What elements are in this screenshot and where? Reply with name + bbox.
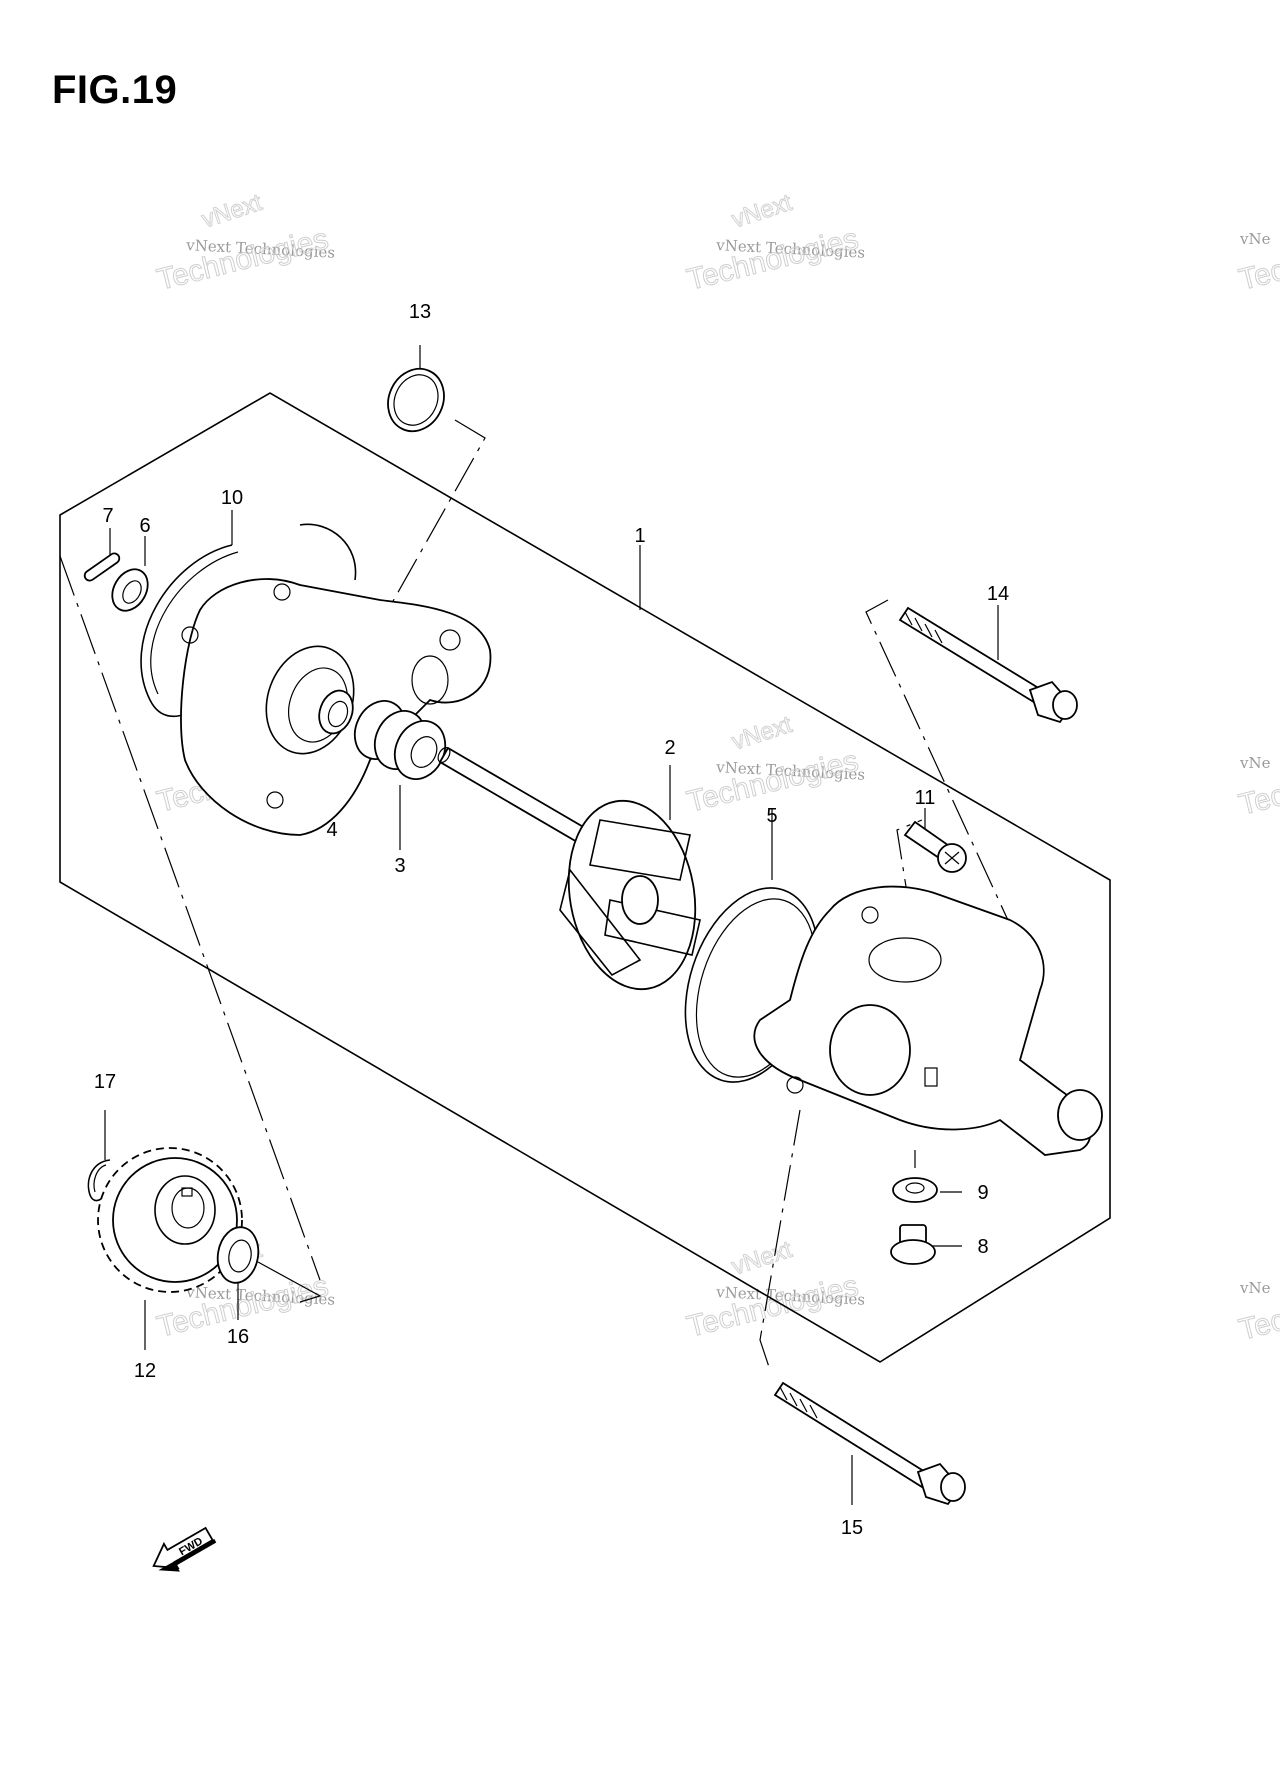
callout-6: 6 xyxy=(139,515,150,537)
watermark: vNext vNext Technologies Technologies xyxy=(683,1235,865,1344)
watermark-text-big: Technologies xyxy=(154,222,332,296)
bolt-14-thread xyxy=(904,611,943,644)
part-4-seal xyxy=(318,689,354,735)
watermark-text-top: vNext xyxy=(729,189,796,234)
callout-12: 12 xyxy=(134,1360,156,1382)
impeller-vane xyxy=(589,819,691,881)
part-13-o-ring-inner xyxy=(393,374,439,426)
callout-11: 11 xyxy=(915,787,936,809)
part-17-circlip-inner xyxy=(93,1164,107,1193)
guide-13 xyxy=(387,419,486,611)
guide-15 xyxy=(759,1109,801,1371)
impeller-vane xyxy=(559,868,642,977)
bolt-15-flange xyxy=(940,1472,966,1502)
callout-9: 9 xyxy=(977,1182,988,1204)
bolt-hole-icon xyxy=(786,1076,804,1094)
callout-14: 14 xyxy=(987,583,1009,605)
bolt-hole-icon xyxy=(181,626,199,644)
watermark: vNext vNext Technologies Technologies xyxy=(683,188,865,297)
part-12-gear xyxy=(97,1147,243,1293)
pump-body-nozzle xyxy=(1057,1089,1103,1141)
callout-1: 1 xyxy=(634,525,645,547)
part-3-mechanical-seal xyxy=(353,700,447,780)
watermark-text-top: vNext xyxy=(729,711,796,756)
part-6-washer-hole xyxy=(122,580,142,604)
guide-7 xyxy=(59,555,321,1281)
fwd-arrow-shadow xyxy=(158,1539,217,1572)
watermark-text-big: Technologies xyxy=(684,222,862,296)
shaft-end xyxy=(437,747,451,763)
callout-16: 16 xyxy=(227,1326,249,1348)
pump-body-outlet xyxy=(829,1004,911,1096)
watermark-edge-small: vNe xyxy=(1239,1279,1271,1297)
pump-body-housing xyxy=(753,885,1103,1156)
watermark: vNext vNext Technologies Technologies xyxy=(153,188,335,297)
part-16-washer xyxy=(216,1226,260,1284)
watermark-text-top: vNext xyxy=(729,1236,796,1281)
callout-15: 15 xyxy=(841,1517,863,1539)
part-4-seal-inner xyxy=(327,700,349,728)
impeller-vane xyxy=(604,899,701,956)
phillips-icon xyxy=(944,851,960,865)
guide-14 xyxy=(865,599,1031,969)
watermark-edge-small: vNe xyxy=(1239,754,1271,772)
bolt-14-shank xyxy=(898,606,1047,706)
callout-5: 5 xyxy=(766,805,777,827)
part-14-bolt xyxy=(898,606,1078,724)
watermark-edge-big: Tec xyxy=(1236,253,1280,296)
part-9-washer-hole xyxy=(905,1182,925,1194)
watermark: vNext vNext Technologies Technologies xyxy=(683,710,865,819)
part-7-pin xyxy=(83,552,121,582)
part-16-washer-hole xyxy=(228,1239,252,1273)
pump-body-tab xyxy=(924,1067,938,1087)
bolt-hole-icon xyxy=(273,583,291,601)
callout-10: 10 xyxy=(221,487,243,509)
callout-17: 17 xyxy=(94,1071,116,1093)
callout-3: 3 xyxy=(394,855,405,877)
watermark-text-top: vNext xyxy=(199,189,266,234)
gear-hub xyxy=(154,1175,216,1245)
part-15-bolt xyxy=(773,1381,966,1506)
guide-16 xyxy=(257,1261,322,1303)
callout-2: 2 xyxy=(664,737,675,759)
fwd-direction-arrow: FWD xyxy=(152,1526,217,1572)
cover-port xyxy=(411,655,449,705)
callout-7: 7 xyxy=(102,505,113,527)
bolt-hole-icon xyxy=(861,906,879,924)
guide-11 xyxy=(896,819,923,963)
watermark-text-big: Technologies xyxy=(684,1269,862,1343)
part-13-o-ring xyxy=(387,367,445,433)
part-10-gasket-inner xyxy=(150,551,239,695)
part-8-drain-bolt xyxy=(890,1224,936,1265)
bolt-hole-icon xyxy=(266,791,284,809)
part-9-washer xyxy=(892,1177,938,1203)
watermark-edge-big: Tec xyxy=(1236,778,1280,821)
impeller-hub xyxy=(621,875,659,925)
pump-body-boss xyxy=(868,937,942,983)
assembly-outline-frame xyxy=(59,392,1111,1363)
bolt-hole-icon xyxy=(439,629,461,651)
callout-13: 13 xyxy=(409,301,431,323)
bolt-14-flange xyxy=(1052,690,1078,720)
pump-body-main xyxy=(753,885,1092,1156)
seal-ring-hole xyxy=(410,736,438,768)
part-11-screw xyxy=(903,820,967,873)
bolt-15-thread xyxy=(779,1386,818,1419)
watermark-edge-small: vNe xyxy=(1239,230,1271,248)
figure-title: FIG.19 xyxy=(52,68,178,112)
watermark-edge-big: Tec xyxy=(1236,1303,1280,1346)
callout-8: 8 xyxy=(977,1236,988,1258)
part-6-washer xyxy=(111,568,149,612)
gear-keyway xyxy=(181,1187,193,1197)
part-2-impeller xyxy=(559,799,701,991)
drain-bolt-head xyxy=(890,1239,936,1265)
callout-4: 4 xyxy=(326,819,337,841)
callout-labels: 1 2 3 4 5 6 7 8 9 10 11 12 13 14 15 16 1… xyxy=(94,301,1009,1539)
